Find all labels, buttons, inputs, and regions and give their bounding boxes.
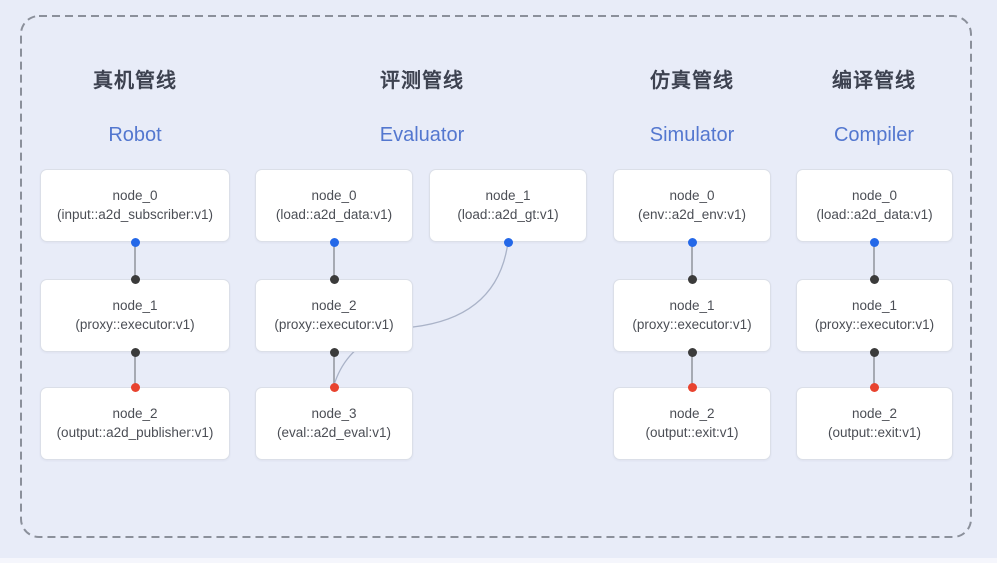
- node-impl: (proxy::executor:v1): [632, 317, 752, 332]
- output-port-dot-black: [687, 347, 697, 357]
- node-box-compiler-node1: node_1 (proxy::executor:v1): [796, 279, 953, 352]
- input-port-dot-black: [329, 274, 339, 284]
- node-impl: (output::exit:v1): [645, 425, 739, 440]
- node-impl: (eval::a2d_eval:v1): [276, 425, 392, 440]
- edge-evaluator-1-3-curve: [333, 241, 509, 386]
- node-title: node_0: [311, 188, 357, 203]
- node-impl: (proxy::executor:v1): [75, 317, 195, 332]
- node-box-evaluator-node2: node_2 (proxy::executor:v1): [255, 279, 413, 352]
- node-impl: (load::a2d_gt:v1): [457, 207, 559, 222]
- input-port-dot-red: [329, 382, 339, 392]
- input-port-dot-black: [130, 274, 140, 284]
- node-title: node_0: [112, 188, 158, 203]
- node-impl: (proxy::executor:v1): [814, 317, 935, 332]
- input-port-dot-red: [130, 382, 140, 392]
- node-title: node_2: [112, 406, 158, 421]
- pipeline-title-zh-compiler: 编译管线: [832, 70, 916, 92]
- node-title: node_1: [669, 298, 715, 313]
- pipeline-title-zh-robot: 真机管线: [93, 70, 177, 92]
- output-port-dot-blue: [130, 237, 140, 247]
- input-port-dot-black: [687, 274, 697, 284]
- node-impl: (load::a2d_data:v1): [816, 207, 933, 222]
- pipeline-title-en-simulator: Simulator: [649, 124, 735, 146]
- output-port-dot-black: [869, 347, 879, 357]
- pipeline-title-zh-simulator: 仿真管线: [650, 70, 734, 92]
- node-box-evaluator-node0: node_0 (load::a2d_data:v1): [255, 169, 413, 242]
- node-impl: (output::a2d_publisher:v1): [56, 425, 214, 440]
- node-box-robot-node1: node_1 (proxy::executor:v1): [40, 279, 230, 352]
- input-port-dot-black: [869, 274, 879, 284]
- pipeline-title-en-evaluator: Evaluator: [379, 124, 465, 146]
- node-impl: (load::a2d_data:v1): [275, 207, 393, 222]
- node-title: node_1: [851, 298, 898, 313]
- node-title: node_2: [851, 406, 898, 421]
- node-title: node_2: [669, 406, 715, 421]
- dashed-frame: [20, 15, 972, 538]
- bottom-edge-highlight: [0, 558, 997, 563]
- node-title: node_1: [112, 298, 158, 313]
- node-box-robot-node0: node_0 (input::a2d_subscriber:v1): [40, 169, 230, 242]
- node-box-evaluator-node1: node_1 (load::a2d_gt:v1): [429, 169, 587, 242]
- input-port-dot-red: [869, 382, 879, 392]
- node-impl: (proxy::executor:v1): [274, 317, 394, 332]
- node-box-evaluator-node3: node_3 (eval::a2d_eval:v1): [255, 387, 413, 460]
- node-box-simulator-node1: node_1 (proxy::executor:v1): [613, 279, 771, 352]
- node-title: node_1: [485, 188, 531, 203]
- output-port-dot-black: [329, 347, 339, 357]
- node-impl: (output::exit:v1): [827, 425, 922, 440]
- output-port-dot-blue: [869, 237, 879, 247]
- node-box-compiler-node2: node_2 (output::exit:v1): [796, 387, 953, 460]
- node-box-simulator-node0: node_0 (env::a2d_env:v1): [613, 169, 771, 242]
- pipeline-title-zh-evaluator: 评测管线: [380, 70, 464, 92]
- pipeline-title-en-robot: Robot: [108, 124, 162, 146]
- node-title: node_0: [851, 188, 898, 203]
- node-title: node_2: [311, 298, 357, 313]
- output-port-dot-black: [130, 347, 140, 357]
- node-title: node_3: [311, 406, 357, 421]
- node-impl: (env::a2d_env:v1): [637, 207, 747, 222]
- node-box-robot-node2: node_2 (output::a2d_publisher:v1): [40, 387, 230, 460]
- output-port-dot-blue: [503, 237, 513, 247]
- node-impl: (input::a2d_subscriber:v1): [56, 207, 214, 222]
- node-box-compiler-node0: node_0 (load::a2d_data:v1): [796, 169, 953, 242]
- pipeline-title-en-compiler: Compiler: [833, 124, 915, 146]
- node-box-simulator-node2: node_2 (output::exit:v1): [613, 387, 771, 460]
- output-port-dot-blue: [687, 237, 697, 247]
- node-title: node_0: [669, 188, 715, 203]
- input-port-dot-red: [687, 382, 697, 392]
- output-port-dot-blue: [329, 237, 339, 247]
